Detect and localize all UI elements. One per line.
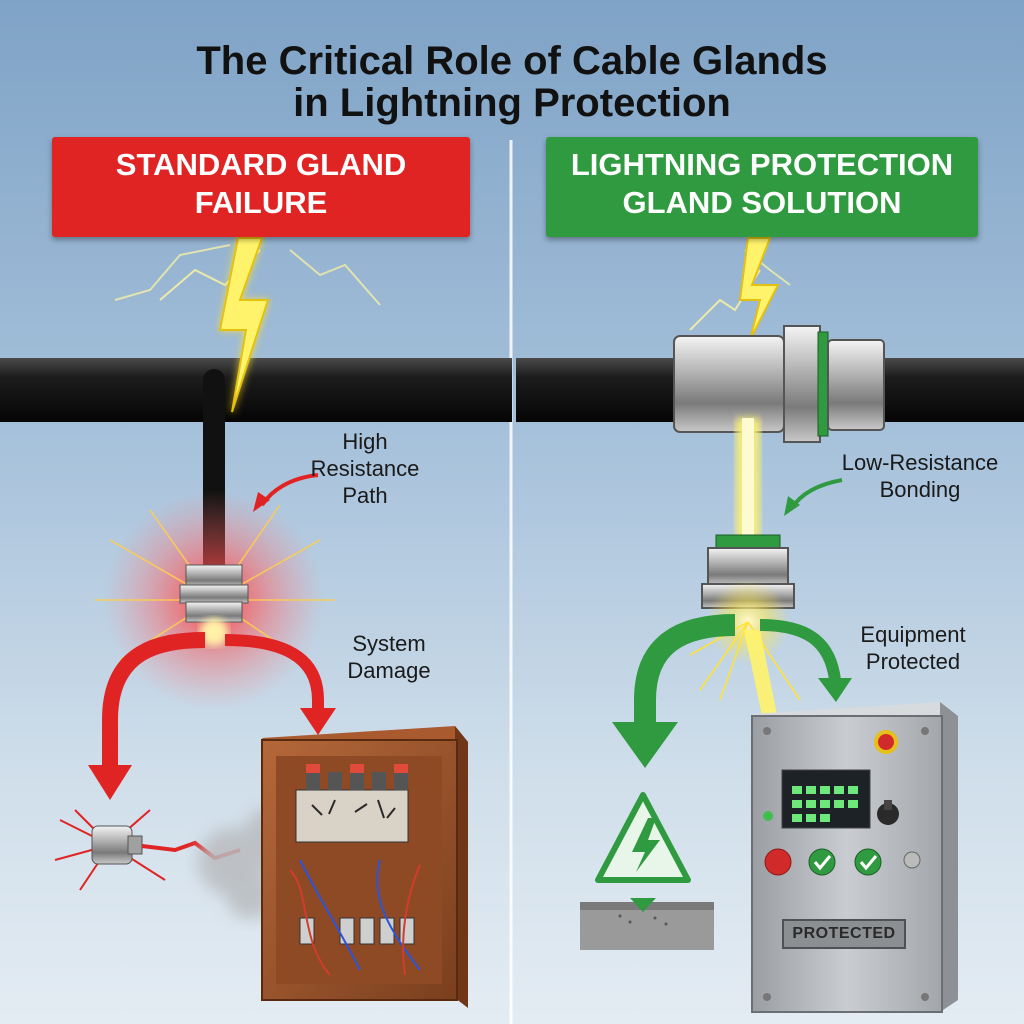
- solution-banner-line-2: GLAND SOLUTION: [622, 185, 902, 220]
- lightning-bolt-right: [689, 237, 791, 341]
- high-resistance-label-line-2: Resistance: [310, 456, 420, 481]
- red-arrow-down: [102, 632, 206, 770]
- damaged-electrical-box: [261, 726, 468, 1008]
- protected-control-panel: [751, 702, 958, 1013]
- solution-banner-line-1: LIGHTNING PROTECTION: [570, 147, 954, 182]
- failure-banner-line-1: STANDARD GLAND: [115, 147, 407, 182]
- red-arrow-to-box: [224, 634, 324, 712]
- system-damage-label: System Damage: [334, 630, 444, 684]
- green-arrow-ground: [634, 614, 736, 728]
- high-resistance-label-line-1: High: [342, 429, 388, 454]
- lightning-bolt-left: [114, 236, 381, 413]
- system-damage-label-line-1: System: [352, 631, 426, 656]
- equipment-protected-label-line-1: Equipment: [860, 622, 966, 647]
- failure-banner: STANDARD GLAND FAILURE: [52, 137, 470, 237]
- equipment-protected-label-line-2: Protected: [865, 649, 961, 674]
- low-resistance-label-line-1: Low-Resistance: [841, 450, 999, 475]
- high-resistance-label: High Resistance Path: [300, 428, 430, 509]
- green-arrow-panel: [759, 619, 841, 681]
- system-damage-label-line-2: Damage: [347, 658, 431, 683]
- title-line-2: in Lightning Protection: [293, 81, 731, 125]
- protected-plate-label: PROTECTED: [792, 925, 896, 942]
- standard-gland: [179, 564, 249, 623]
- solution-banner: LIGHTNING PROTECTION GLAND SOLUTION: [546, 137, 978, 237]
- grounding-warning-sign: [580, 792, 714, 950]
- main-cable-left: [0, 358, 512, 422]
- failure-banner-line-2: FAILURE: [194, 185, 328, 220]
- low-resistance-label-line-2: Bonding: [879, 477, 961, 502]
- low-resistance-label: Low-Resistance Bonding: [830, 449, 1010, 503]
- equipment-protected-label: Equipment Protected: [848, 621, 978, 675]
- high-resistance-label-line-3: Path: [342, 483, 388, 508]
- inline-protection-gland: [673, 325, 885, 443]
- title-line-1: The Critical Role of Cable Glands: [196, 39, 828, 83]
